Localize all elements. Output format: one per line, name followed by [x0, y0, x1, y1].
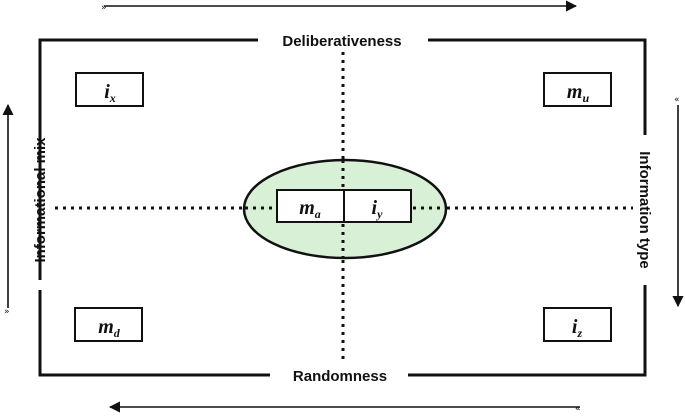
label-top-right: mu	[567, 81, 590, 105]
label-bottom-right: iz	[572, 316, 583, 340]
svg-text:«: «	[674, 95, 680, 105]
svg-text:»: »	[4, 307, 10, 317]
svg-text:»: »	[101, 3, 107, 13]
top-arrow: »	[101, 0, 578, 13]
axis-label-left: Informational mix	[32, 137, 49, 263]
axis-label-bottom: Randomness	[293, 368, 387, 385]
frame	[38, 38, 647, 377]
box-top-left	[75, 72, 144, 107]
label-top-left: ix	[104, 81, 116, 105]
axis-label-right: Information type	[636, 151, 653, 269]
label-bottom-left: md	[98, 316, 121, 340]
right-arrow: «	[672, 95, 684, 308]
box-bottom-left	[74, 307, 143, 342]
label-center-right: iy	[372, 197, 384, 221]
axis-label-top: Deliberativeness	[282, 33, 401, 50]
label-center-left: ma	[299, 197, 321, 221]
left-arrow: »	[2, 103, 14, 317]
box-bottom-right	[543, 307, 612, 342]
box-center-right	[343, 189, 412, 223]
box-top-right	[543, 72, 612, 107]
svg-text:«: «	[575, 404, 581, 414]
bottom-arrow: «	[108, 401, 581, 414]
